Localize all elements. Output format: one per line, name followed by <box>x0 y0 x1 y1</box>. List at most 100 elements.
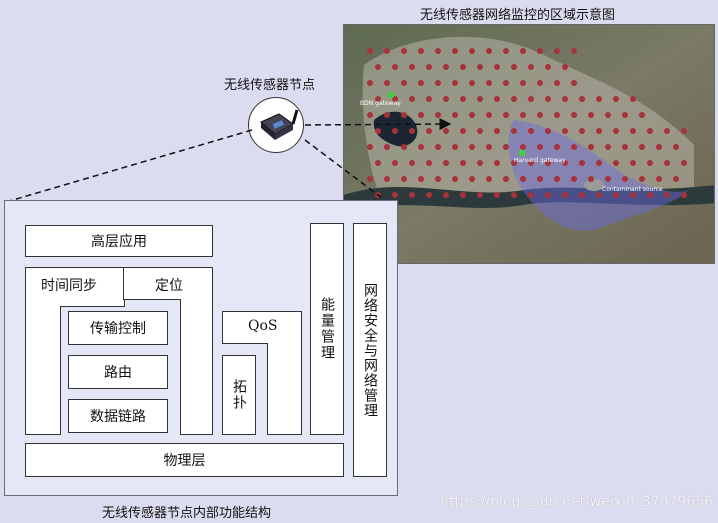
sensor-dot <box>426 96 432 102</box>
sensor-dot <box>554 80 560 86</box>
sensor-dot <box>639 176 645 182</box>
sensor-dot <box>435 48 441 54</box>
sensor-dot <box>435 176 441 182</box>
sensor-dot <box>392 160 398 166</box>
sensor-dot <box>613 128 619 134</box>
sensor-dot <box>409 128 415 134</box>
sensor-dot <box>656 176 662 182</box>
sensor-dot <box>469 80 475 86</box>
qos-frame <box>222 311 302 435</box>
sensor-dot <box>520 80 526 86</box>
sensor-dot <box>384 112 390 118</box>
sensor-dot <box>681 160 687 166</box>
sensor-dot <box>647 128 653 134</box>
sensor-dot <box>409 96 415 102</box>
sensor-dot <box>673 176 679 182</box>
sensor-dot <box>520 48 526 54</box>
qos-label: QoS <box>248 318 278 334</box>
sensor-dot <box>460 160 466 166</box>
sensor-dot <box>503 80 509 86</box>
sensor-dot <box>486 48 492 54</box>
sensor-dot <box>494 192 500 198</box>
sensor-dot <box>554 48 560 54</box>
sensor-dot <box>443 160 449 166</box>
sensor-dot <box>375 128 381 134</box>
sensor-dot <box>375 96 381 102</box>
sensor-dot <box>426 192 432 198</box>
sensor-dot <box>528 128 534 134</box>
physical-layer-box: 物理层 <box>25 443 344 477</box>
sensor-dot <box>613 160 619 166</box>
sensor-dot <box>537 48 543 54</box>
sensor-dot <box>630 192 636 198</box>
sensor-dot <box>588 112 594 118</box>
sensor-dot <box>426 160 432 166</box>
sensor-dot <box>401 176 407 182</box>
sensor-dot <box>605 176 611 182</box>
sensor-dot <box>392 192 398 198</box>
sensor-dot <box>511 64 517 70</box>
sensor-dot <box>494 96 500 102</box>
sensor-dot <box>367 176 373 182</box>
network-security-box: 网络安全与网络管理 <box>353 223 387 477</box>
sensor-dot <box>452 112 458 118</box>
bdn-gateway-marker <box>387 91 395 99</box>
sensor-dot <box>418 48 424 54</box>
sensor-dot <box>571 80 577 86</box>
sensor-dot <box>537 176 543 182</box>
sensor-dot <box>409 64 415 70</box>
sensor-dot <box>460 128 466 134</box>
sensor-dot <box>469 144 475 150</box>
sensor-dot <box>537 112 543 118</box>
sensor-dot <box>375 64 381 70</box>
sensor-dot <box>579 128 585 134</box>
sensor-dot <box>401 80 407 86</box>
watermark: https://blog.csdn.net/weixin_37079656 <box>440 494 714 510</box>
sensor-dot <box>545 192 551 198</box>
sensor-dot <box>443 96 449 102</box>
sensor-dot <box>554 112 560 118</box>
sensor-dots <box>367 48 687 198</box>
sensor-dot <box>503 48 509 54</box>
sensor-dot <box>418 80 424 86</box>
sensor-dot <box>562 64 568 70</box>
sensor-dot <box>639 144 645 150</box>
sensor-dot <box>367 144 373 150</box>
harvard-gateway-marker <box>518 149 526 157</box>
sensor-dot <box>673 144 679 150</box>
sensor-dot <box>528 192 534 198</box>
sensor-dot <box>537 144 543 150</box>
sensor-dot <box>579 160 585 166</box>
positioning-label: 定位 <box>155 278 183 294</box>
sensor-dot <box>596 160 602 166</box>
sensor-dot <box>537 80 543 86</box>
sensor-dot <box>664 192 670 198</box>
node-to-map-arrow <box>304 118 452 131</box>
contaminant-source-marker <box>584 179 604 191</box>
harvard-gateway-label: Harvard gateway <box>514 157 566 164</box>
sensor-dot <box>571 144 577 150</box>
node-to-panel-left-line <box>5 129 253 203</box>
sensor-dot <box>545 160 551 166</box>
sensor-dot <box>545 64 551 70</box>
sensor-dot <box>503 112 509 118</box>
sensor-dot <box>452 176 458 182</box>
sensor-node-device-icon <box>260 109 299 140</box>
sensor-dot <box>622 112 628 118</box>
sensor-dot <box>562 160 568 166</box>
sensor-dot <box>409 192 415 198</box>
sensor-dot <box>384 48 390 54</box>
sensor-dot <box>503 144 509 150</box>
sensor-dot <box>477 64 483 70</box>
sensor-dot <box>494 160 500 166</box>
sensor-dot <box>460 96 466 102</box>
sensor-dot <box>469 112 475 118</box>
sensor-dot <box>392 96 398 102</box>
sensor-dot <box>528 96 534 102</box>
sensor-dot <box>656 144 662 150</box>
sensor-dot <box>647 192 653 198</box>
sensor-dot <box>367 80 373 86</box>
sensor-dot <box>528 64 534 70</box>
sensor-dot <box>401 112 407 118</box>
transport-control-box: 传输控制 <box>68 311 168 345</box>
